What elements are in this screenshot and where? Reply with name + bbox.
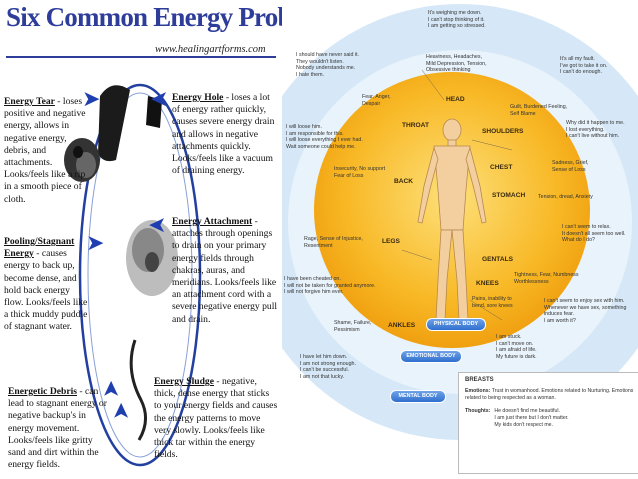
phrase-rage: Rage, Sense of Injustice, Resentment <box>304 236 363 249</box>
physical-body-button[interactable]: PHYSICAL BODY <box>426 318 486 331</box>
energy-tear-shape <box>98 85 130 162</box>
phrase-tightness: Tightness, Fear, Numbness Worthlessness <box>514 272 579 285</box>
phrase-let-down: I have let him down. I am not strong eno… <box>300 354 356 380</box>
energy-hole-text: Energy Hole - loses a lot of energy rath… <box>172 92 275 177</box>
leader-lines <box>401 69 513 321</box>
phrase-shame: Shame, Failure, Pessimism <box>334 320 372 333</box>
energetic-debris-text: Energetic Debris - can lead to stagnant … <box>8 386 107 471</box>
breasts-info-box: BREASTS Emotions: Trust in womanhood. Em… <box>458 372 638 474</box>
energy-field-outline <box>78 83 202 467</box>
label-gentals: GENTALS <box>482 256 514 263</box>
pooling-text: Pooling/Stagnant Energy - causes energy … <box>4 236 88 333</box>
energy-tear-text: Energy Tear - loses positive and negativ… <box>4 96 86 205</box>
label-stomach: STOMACH <box>492 192 526 199</box>
label-throat: THROAT <box>402 122 429 129</box>
label-legs: LEGS <box>382 238 400 245</box>
phrase-pains: Pains, inability to bend, sore knees <box>472 296 513 309</box>
arrow-right-icon: ➤ <box>82 86 101 111</box>
phrase-guilt: Guilt, Burdened Feeling, Self Blame <box>510 104 568 117</box>
label-head: HEAD <box>446 96 465 103</box>
body-map-illustration <box>282 4 638 440</box>
energy-attachment-text: Energy Attachment - attaches through ope… <box>172 216 278 325</box>
energy-illustration <box>64 83 202 467</box>
label-chest: CHEST <box>490 164 513 171</box>
phrase-enjoy: I can't seem to enjoy sex with him. When… <box>544 298 627 324</box>
title-divider <box>6 56 276 58</box>
phrase-top-left: I should have never said it. They wouldn… <box>296 52 360 78</box>
breasts-emotions: Emotions: Trust in womanhood. Emotions r… <box>465 388 634 401</box>
energy-problems-panel: Six Common Energy Problems www.healingar… <box>0 0 342 479</box>
energy-sludge-shape <box>129 339 147 441</box>
energy-field-inner-outline <box>87 92 193 458</box>
energy-hole-shape <box>146 96 162 128</box>
phrase-insecurity: Insecurity, No support Fear of Loss <box>334 166 386 179</box>
label-knees: KNEES <box>476 280 499 287</box>
phrase-cheated: I have been cheated on. I will not be ta… <box>284 276 376 296</box>
phrase-tension: Tension, dread, Anxiety <box>538 194 593 200</box>
human-figure <box>417 118 487 321</box>
arrow-left-icon: ➤ <box>148 212 167 237</box>
label-shoulders: SHOULDERS <box>482 128 524 135</box>
mental-body-button[interactable]: MENTAL BODY <box>390 390 446 403</box>
phrase-fear-anger: Fear, Anger, Despair <box>362 94 391 107</box>
arrow-up-icon: ➤ <box>108 401 134 421</box>
source-url: www.healingartforms.com <box>155 44 266 55</box>
phrase-top-right: It's all my fault. I've got to take it o… <box>560 56 608 76</box>
breasts-title: BREASTS <box>465 377 494 383</box>
phrase-relax: I can't seem to relax. It doesn't all se… <box>562 224 626 244</box>
phrase-stuck: I am stuck. I can't move on. I am afraid… <box>496 334 537 360</box>
phrase-headaches: Heaviness, Headaches, Mild Depression, T… <box>426 54 487 74</box>
body-emotions-panel: HEAD THROAT SHOULDERS CHEST BACK STOMACH… <box>282 0 638 479</box>
phrase-loose: I will loose him. I am responsible for t… <box>286 124 363 150</box>
label-ankles: ANKLES <box>388 322 416 329</box>
breasts-thoughts: Thoughts: He doesn't find me beautiful. … <box>465 408 569 428</box>
phrase-why: Why did it happen to me. I lost everythi… <box>566 120 625 140</box>
emotional-body-button[interactable]: EMOTIONAL BODY <box>400 350 462 363</box>
energy-sludge-text: Energy Sludge - negative, thick, dense e… <box>154 376 278 461</box>
arrow-right-icon: ➤ <box>86 230 105 255</box>
label-back: BACK <box>394 178 414 185</box>
arrow-left-icon: ➤ <box>150 86 169 111</box>
phrase-top: It's weighing me down. I can't stop thin… <box>428 10 486 30</box>
phrase-sadness: Sadness, Grief, Sense of Loss <box>552 160 589 173</box>
